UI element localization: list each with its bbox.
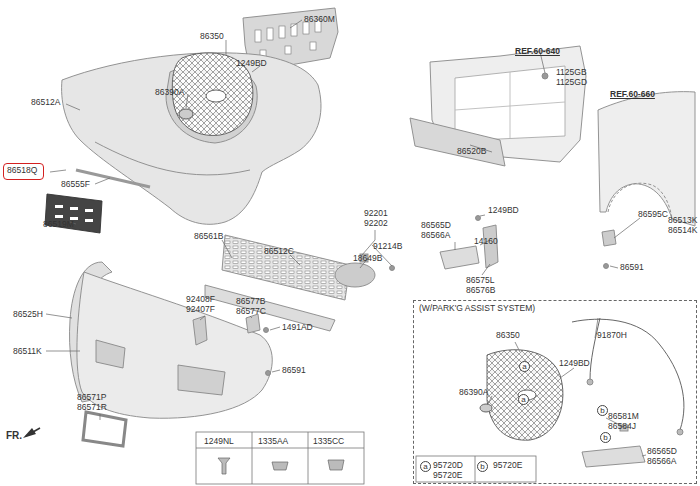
part-number: 86577C: [236, 307, 266, 316]
part-number: 91214B: [373, 242, 402, 251]
part-number: 86512A: [31, 98, 60, 107]
reference-circle: b: [597, 405, 608, 416]
part-number: 86565D: [647, 447, 677, 456]
part-number: 95720E: [493, 461, 522, 470]
part-number: 1249BD: [236, 59, 267, 68]
part-number: 86591: [282, 366, 306, 375]
part-number: 95720E: [433, 471, 462, 480]
reference-circle: a: [518, 394, 529, 405]
part-number: 92201: [364, 209, 388, 218]
part-number: 95720D: [433, 461, 463, 470]
reference-letter: b: [480, 463, 484, 471]
part-number: 86565D: [421, 221, 451, 230]
reference-circle: a: [519, 361, 530, 372]
reference-label: REF.60-660: [610, 90, 655, 99]
part-number: 86555F: [61, 180, 90, 189]
reference-circle: b: [600, 432, 611, 443]
part-number: 86512C: [264, 247, 294, 256]
reference-circle: a: [420, 461, 431, 472]
part-number: 86571P: [77, 393, 106, 402]
part-number: 86350: [496, 331, 520, 340]
part-number: 1125GD: [556, 78, 587, 87]
part-number: 86514K: [668, 226, 697, 235]
part-number: 86390A: [459, 388, 488, 397]
part-number: 86575L: [466, 276, 494, 285]
reference-label: REF.60-640: [515, 47, 560, 56]
part-number: 86577B: [236, 297, 265, 306]
part-number: 86390A: [155, 88, 184, 97]
part-number: 86584J: [608, 422, 636, 431]
part-number: 1335CC: [313, 437, 344, 446]
reference-letter: b: [603, 434, 607, 442]
section-heading: (W/PARK'G ASSIST SYSTEM): [419, 304, 535, 313]
part-number: 92407F: [186, 305, 215, 314]
reference-letter: a: [521, 396, 525, 404]
part-number: 1491AD: [282, 323, 313, 332]
part-number: 86511K: [13, 347, 42, 356]
part-number: 1249BD: [559, 359, 590, 368]
part-number: 1125GB: [556, 68, 587, 77]
highlight-box: 86518Q: [3, 163, 44, 180]
reference-letter: a: [522, 363, 526, 371]
part-number: 86520B: [457, 147, 486, 156]
part-number: 92408F: [186, 295, 215, 304]
part-number: 86360M: [304, 15, 335, 24]
part-number: 86566A: [647, 457, 676, 466]
part-number: 1249BD: [488, 206, 519, 215]
part-number: 86581M: [608, 412, 639, 421]
reference-letter: b: [600, 407, 604, 415]
part-number: 86571R: [77, 403, 107, 412]
part-number: 1249NL: [204, 437, 234, 446]
part-number: 86513K: [668, 216, 697, 225]
part-number: 91870H: [597, 331, 627, 340]
part-number: 86519M: [43, 220, 74, 229]
direction-label: FR.: [6, 431, 22, 441]
callout-number: 86518Q: [7, 166, 40, 175]
part-number: 14160: [474, 237, 498, 246]
part-number: 86525H: [13, 310, 43, 319]
part-number: 86561B: [194, 232, 223, 241]
part-number: 18649B: [353, 254, 382, 263]
part-number: 86566A: [421, 231, 450, 240]
reference-letter: a: [423, 463, 427, 471]
part-number: 86576B: [466, 286, 495, 295]
part-number: 86595C: [638, 210, 668, 219]
reference-circle: b: [477, 461, 488, 472]
part-number: 92202: [364, 219, 388, 228]
part-number: 86591: [620, 263, 644, 272]
part-number: 1335AA: [258, 437, 288, 446]
part-number: 86350: [200, 32, 224, 41]
